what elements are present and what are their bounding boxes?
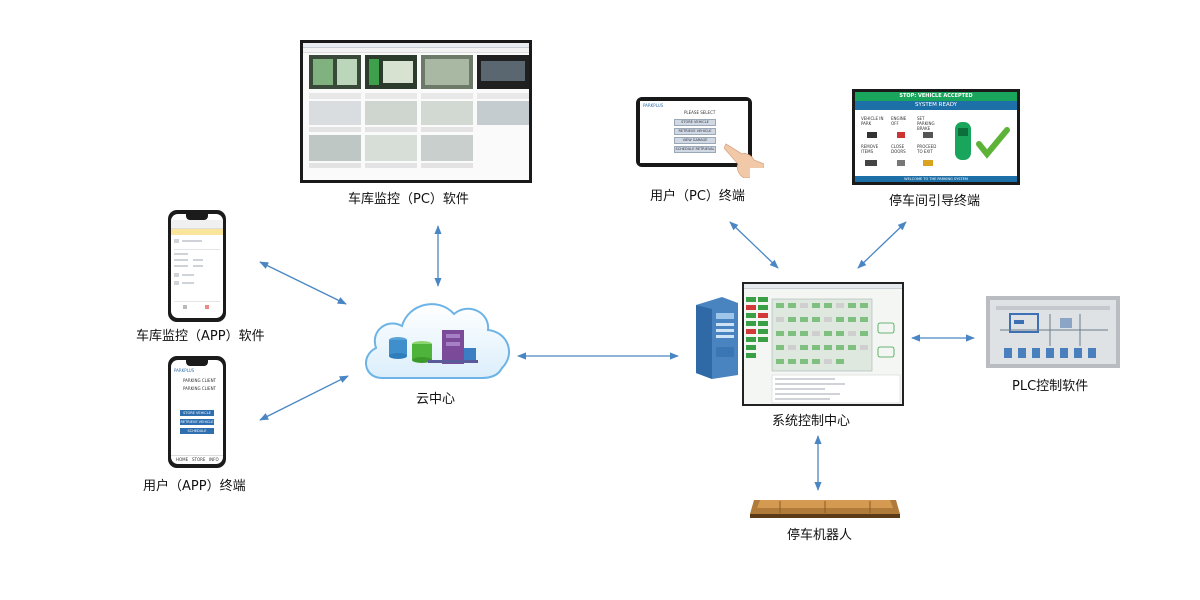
user-pc-btn-view[interactable]: VIEW GARAGE — [674, 137, 716, 144]
garage-app-phone — [168, 210, 226, 322]
control-floorplan — [746, 297, 901, 404]
garage-pc-monitor — [300, 40, 532, 183]
guide-step-4: REMOVE ITEMS — [861, 144, 879, 154]
arrow-guide-control — [857, 221, 907, 269]
cloud-label: 云中心 — [416, 392, 456, 407]
server-purple-icon — [428, 330, 478, 364]
hand-icon — [724, 143, 764, 178]
user-pc-btn-store[interactable]: STORE VEHICLE — [674, 119, 716, 126]
guide-stop-banner: STOP: VEHICLE ACCEPTED — [855, 92, 1017, 101]
robot-label: 停车机器人 — [787, 528, 853, 543]
guide-step-icons — [865, 132, 933, 166]
guide-terminal: STOP: VEHICLE ACCEPTED SYSTEM READY VEHI… — [852, 89, 1020, 185]
user-app-tab-home[interactable]: HOME — [176, 457, 189, 462]
arrow-garageapp-cloud — [259, 261, 347, 305]
camera-grid — [309, 55, 529, 168]
cloud-center — [365, 303, 510, 379]
car-icon — [955, 122, 971, 160]
control-center-label: 系统控制中心 — [772, 414, 851, 429]
garage-app-list — [174, 239, 220, 309]
user-pc-btn-schedule[interactable]: SCHEDULE RETRIEVAL — [674, 146, 716, 153]
guide-step-3: SET PARKING BRAKE — [917, 116, 935, 131]
user-pc-label: 用户（PC）终端 — [650, 189, 745, 204]
control-center-monitor — [742, 282, 904, 406]
arrow-userapp-cloud — [259, 375, 349, 421]
user-app-line1: PARKING CLIENT — [183, 378, 217, 383]
plc-screen — [986, 296, 1120, 368]
guide-footer: WELCOME TO THE PARKING SYSTEM — [855, 176, 1017, 182]
parking-robot-icon — [750, 500, 900, 518]
guide-step-2: ENGINE OFF — [891, 116, 907, 126]
guide-ready-banner: SYSTEM READY — [855, 101, 1017, 110]
guide-step-5: CLOSE DOORS — [891, 144, 906, 154]
user-app-tab-info[interactable]: INFO — [209, 457, 219, 462]
user-app-line2: PARKING CLIENT — [183, 386, 217, 391]
user-app-phone: PARKPLUS PARKING CLIENT PARKING CLIENT S… — [168, 356, 226, 468]
user-pc-logo: PARKPLUS — [643, 103, 664, 108]
cloud-icon — [365, 303, 510, 379]
plc-schematic — [996, 306, 1110, 358]
user-pc-heading: PLEASE SELECT — [684, 110, 716, 115]
storage-green-icon — [412, 341, 432, 363]
guide-car-check — [955, 122, 1010, 160]
server-tower-icon — [696, 297, 738, 379]
check-icon — [976, 127, 1010, 159]
user-app-logo: PARKPLUS — [174, 368, 195, 373]
user-app-btn-schedule[interactable]: SCHEDULE RETRIEVAL — [180, 428, 214, 439]
user-app-tab-store[interactable]: STORE — [192, 457, 206, 462]
plc-label: PLC控制软件 — [1012, 379, 1089, 394]
guide-step-1: VEHICLE IN PARK — [861, 116, 884, 126]
user-app-label: 用户（APP）终端 — [143, 479, 246, 494]
garage-pc-label: 车库监控（PC）软件 — [348, 192, 469, 207]
database-icon — [389, 337, 407, 359]
guide-step-6: PROCEED TO EXIT — [917, 144, 937, 154]
garage-app-label: 车库监控（APP）软件 — [136, 329, 265, 344]
user-app-btn-store[interactable]: STORE VEHICLE — [180, 410, 214, 416]
user-pc-btn-retrieve[interactable]: RETRIEVE VEHICLE — [674, 128, 716, 135]
user-pc-tablet: PARKPLUS PLEASE SELECT STORE VEHICLE RET… — [636, 97, 752, 167]
arrow-userpc-control — [729, 221, 779, 269]
user-app-btn-retrieve[interactable]: RETRIEVE VEHICLE — [180, 419, 214, 425]
guide-label: 停车间引导终端 — [889, 194, 981, 209]
